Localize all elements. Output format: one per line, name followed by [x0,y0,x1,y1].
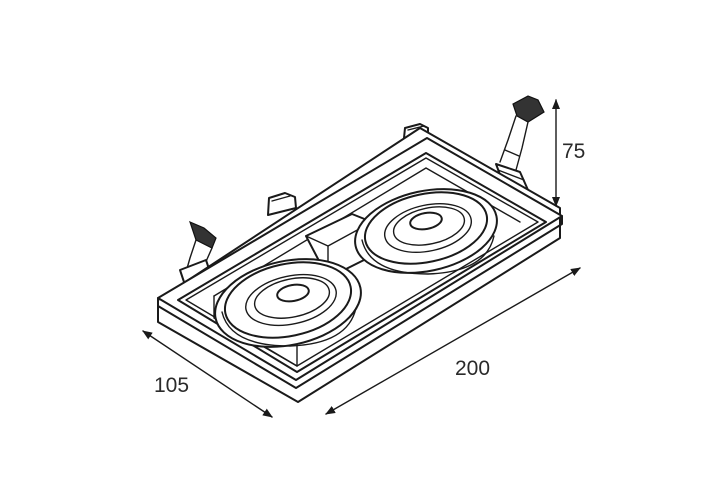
dimension-height: 75 [552,99,585,207]
dimension-length-label: 200 [455,357,490,380]
mounting-tab-rear-left [267,192,297,216]
dimension-width-label: 105 [154,374,189,397]
spring-clip-right [495,95,545,191]
dimension-width: 105 [142,330,273,418]
dimension-height-label: 75 [562,140,585,163]
dimension-length: 200 [325,267,581,415]
